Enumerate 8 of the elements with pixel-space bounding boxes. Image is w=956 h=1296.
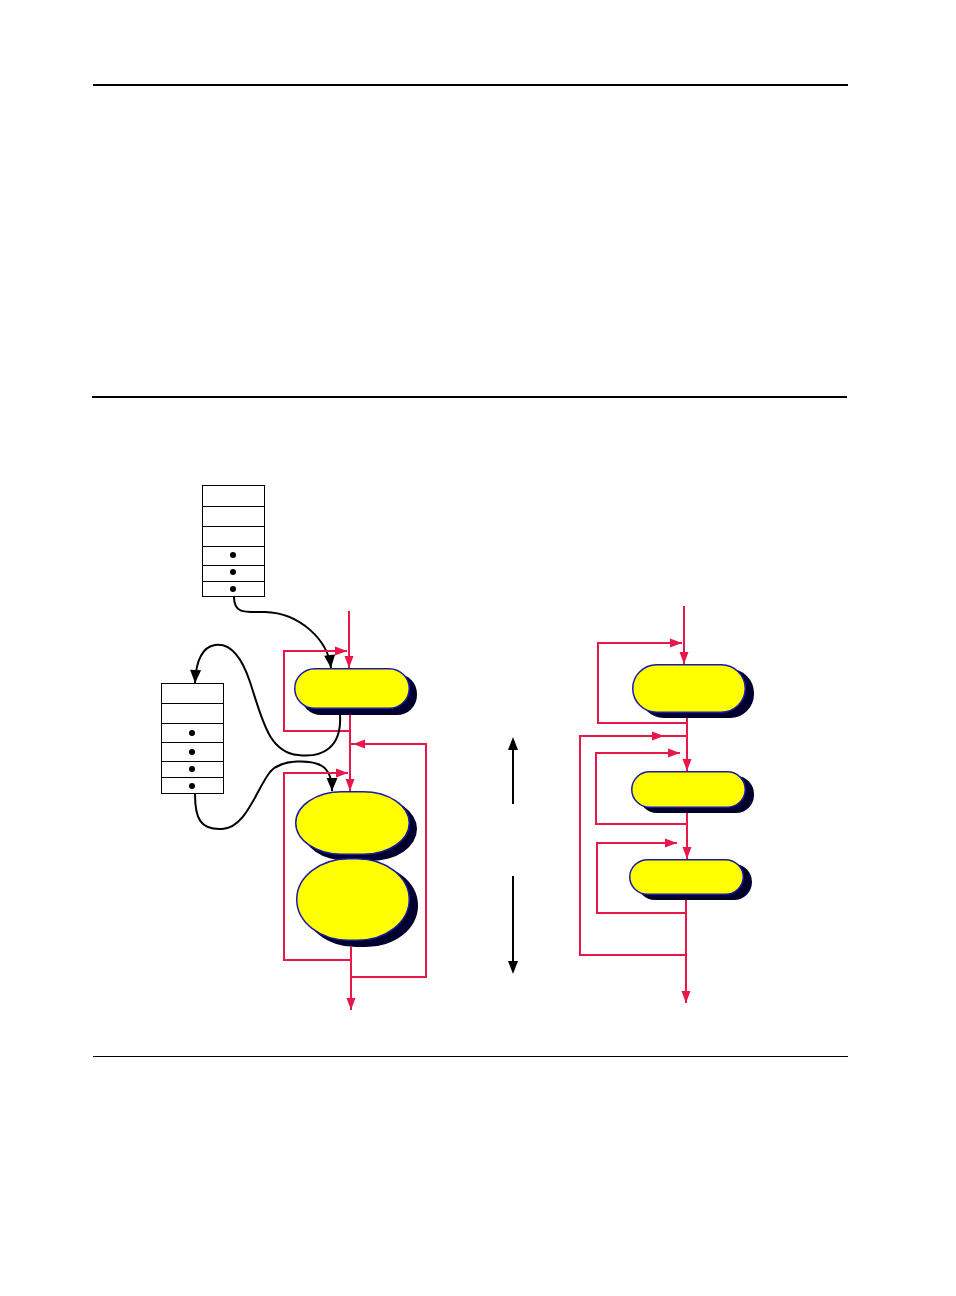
rounded-node (294, 668, 417, 715)
rounded-node (631, 771, 754, 813)
rounded-node (295, 791, 417, 861)
rounded-node (296, 858, 418, 947)
rounded-node (629, 859, 752, 900)
stack-table (161, 683, 224, 794)
stack-table (202, 485, 265, 597)
rounded-node (632, 664, 754, 718)
